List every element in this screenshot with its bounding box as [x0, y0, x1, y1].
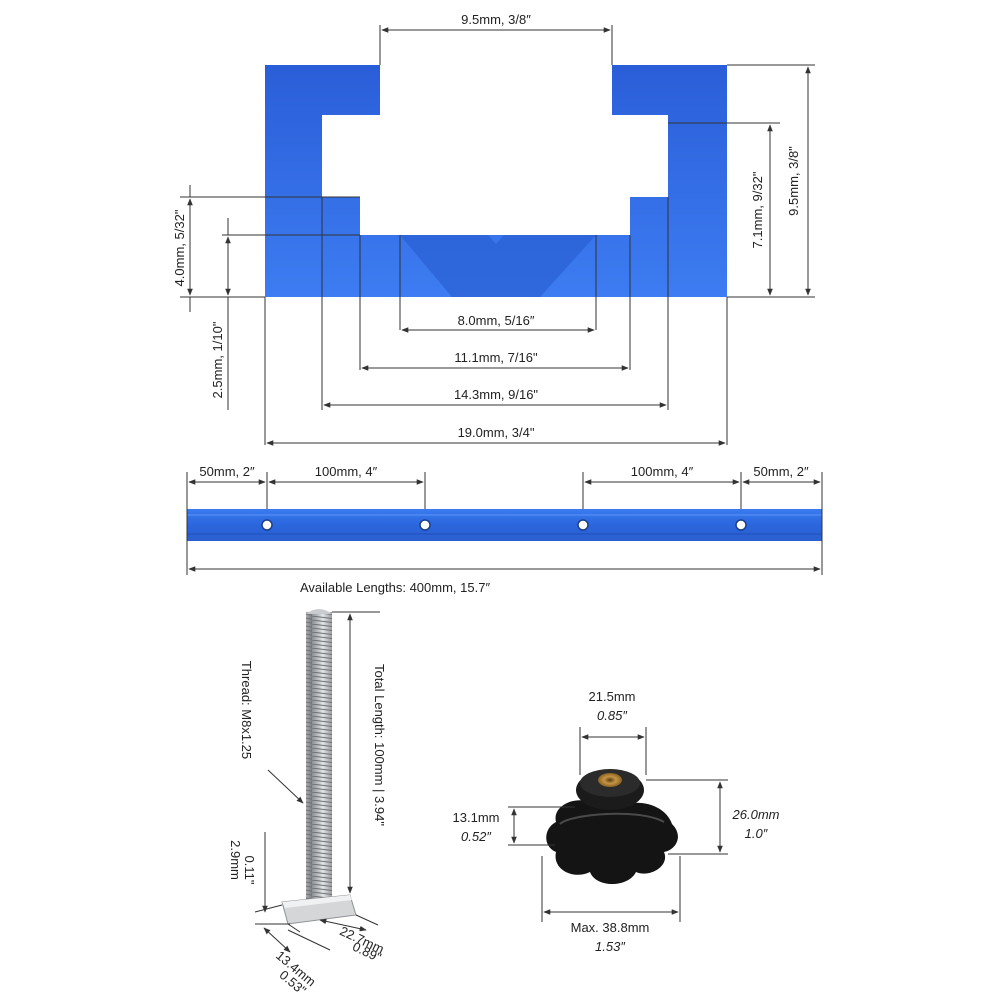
available-lengths-label: Available Lengths: 400mm, 15.7″ [300, 580, 490, 595]
rail-hole [577, 519, 589, 531]
width-14mm-label: 14.3mm, 9/16" [454, 387, 538, 402]
width-11mm-label: 11.1mm, 7/16" [454, 350, 538, 365]
bolt-tip [306, 609, 332, 614]
head-height-mm: 2.9mm [228, 840, 243, 880]
knob-height-mm: 26.0mm [732, 807, 780, 822]
rail-hole [261, 519, 273, 531]
hub-diameter-mm: 21.5mm [589, 689, 636, 704]
spacing-right-end-label: 50mm, 2″ [753, 464, 809, 479]
track-profile: 9.5mm, 3/8″ 9.5mm, 3/8" 7.1mm, 9/32" 4.0… [172, 12, 815, 446]
width-19mm-label: 19.0mm, 3/4" [458, 425, 535, 440]
knob-max-mm: Max. 38.8mm [571, 920, 650, 935]
brass-insert [598, 773, 622, 787]
thread-label: Thread: M8x1.25 [239, 661, 254, 759]
inner-height-label: 7.1mm, 9/32" [750, 171, 765, 248]
track-rail: 50mm, 2″ 100mm, 4″ 100mm, 4″ 50mm, 2″ Av… [186, 464, 823, 595]
rail-hole [419, 519, 431, 531]
hub-diameter-in: 0.85″ [597, 708, 627, 723]
star-knob: 21.5mm 0.85″ 13.1mm 0.52″ 26.0mm 1.0″ Ma… [453, 689, 780, 954]
upper-depth-label: 4.0mm, 5/32" [172, 209, 187, 286]
knob-max-in: 1.53″ [595, 939, 625, 954]
head-height-in: 0.11" [242, 856, 257, 885]
t-bolt: Thread: M8x1.25 Total Length: 100mm | 3.… [228, 609, 387, 998]
spacing-left-mid-label: 100mm, 4″ [315, 464, 378, 479]
total-height-label: 9.5mm, 3/8" [786, 146, 801, 216]
bolt-shaft [306, 612, 332, 902]
slot-top-width-label: 9.5mm, 3/8″ [461, 12, 531, 27]
spacing-left-end-label: 50mm, 2″ [199, 464, 255, 479]
rail-hole [735, 519, 747, 531]
profile-cross-section [265, 65, 727, 297]
total-length-label: Total Length: 100mm | 3.94" [372, 664, 387, 826]
rail-body [187, 509, 822, 541]
width-8mm-label: 8.0mm, 5/16″ [458, 313, 535, 328]
spacing-right-mid-label: 100mm, 4″ [631, 464, 694, 479]
knob-height-in: 1.0″ [745, 826, 768, 841]
hub-height-mm: 13.1mm [453, 810, 500, 825]
knob-lobes [546, 797, 678, 884]
profile-v-groove [400, 235, 596, 297]
hub-height-in: 0.52″ [461, 829, 491, 844]
lower-depth-label: 2.5mm, 1/10" [210, 321, 225, 398]
